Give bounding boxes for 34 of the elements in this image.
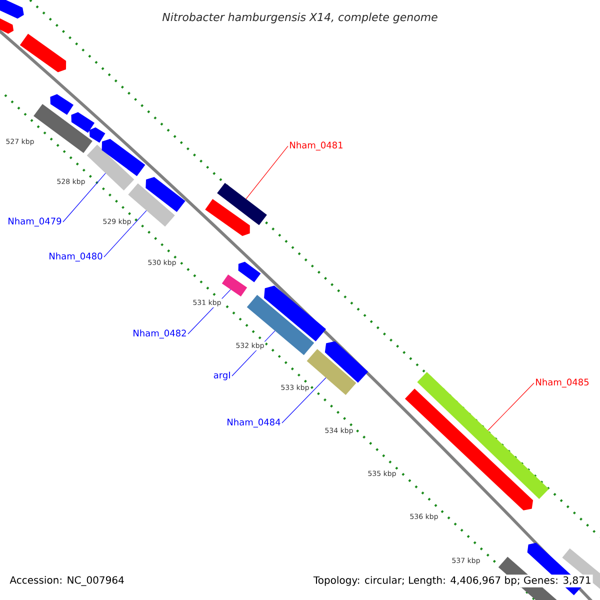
gene-block (71, 112, 95, 133)
leader-line (62, 172, 106, 222)
gene-block (0, 0, 24, 19)
gene-block (146, 176, 186, 212)
gene-label: Nham_0480 (50, 252, 102, 262)
leader-line (104, 210, 147, 258)
gene-label: Nham_0485 (536, 378, 589, 388)
gene-label: argI (214, 372, 230, 380)
gene-block (264, 286, 326, 342)
leader-line (488, 382, 534, 431)
gene-block (102, 138, 146, 176)
gene-block (205, 199, 250, 236)
gene-block (86, 144, 134, 190)
gene-block (89, 127, 106, 143)
footer-text: Accession: NC_007964 (8, 574, 126, 588)
gene-block (50, 94, 74, 115)
gene-block (222, 274, 248, 297)
gene-block (246, 294, 314, 356)
gene-block (404, 388, 534, 510)
footer-text: Topology: circular; Length: 4,406,967 bp; Genes: 3,871 (312, 574, 593, 588)
leader-line (246, 146, 288, 200)
leader-line (282, 377, 326, 424)
gene-label: Nham_0482 (134, 330, 186, 338)
gene-block (562, 548, 600, 591)
title: Nitrobacter hamburgensis X14, complete genome (162, 12, 438, 24)
gene-block (0, 18, 14, 34)
gene-block (238, 262, 261, 282)
gene-block (324, 341, 368, 383)
gene-block (20, 34, 66, 72)
gene-label: Nham_0484 (228, 418, 280, 428)
gene-label: Nham_0481 (290, 142, 342, 150)
gene-block (34, 104, 92, 154)
gene-block (217, 182, 267, 226)
gene-label: Nham_0479 (8, 218, 62, 226)
